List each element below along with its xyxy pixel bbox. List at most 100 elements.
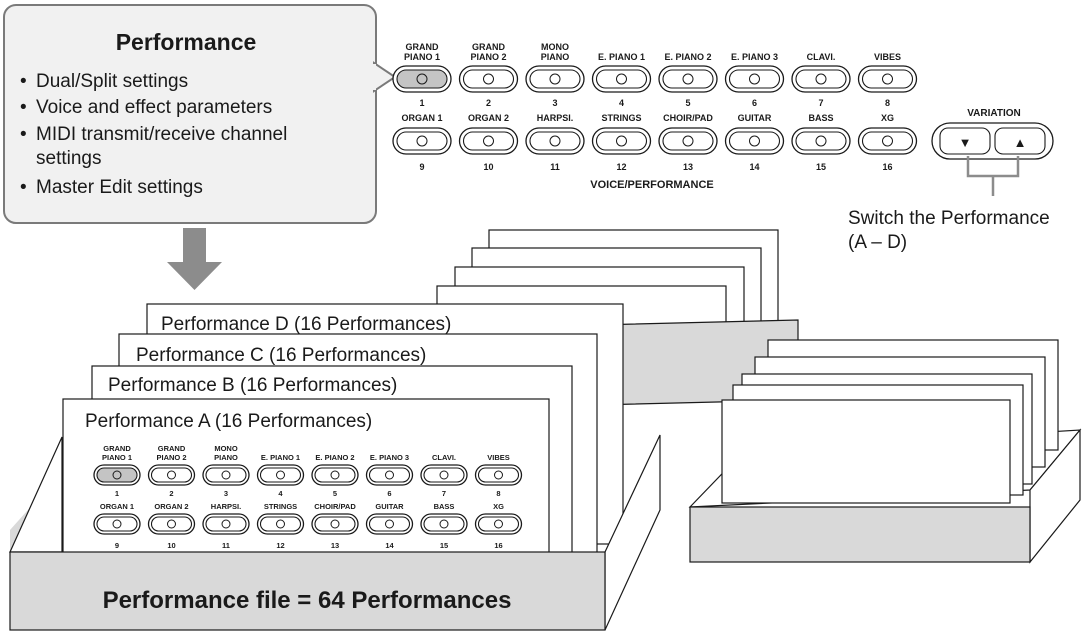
- voice-button-16[interactable]: XG 16: [857, 113, 918, 172]
- voice-button-10[interactable]: ORGAN 2 10: [458, 113, 519, 172]
- led-indicator: [330, 519, 340, 529]
- led-indicator: [749, 135, 760, 147]
- callout-title: Performance: [116, 29, 257, 55]
- voice-number: 4: [619, 98, 624, 108]
- voice-button-11[interactable]: HARPSI. 11: [202, 502, 250, 550]
- voice-number: 14: [749, 162, 759, 172]
- led-indicator: [112, 470, 122, 480]
- variation-down-icon: ▼: [959, 135, 972, 150]
- voice-label-line2: PIANO 2: [470, 52, 506, 62]
- voice-button-5[interactable]: E. PIANO 25: [311, 453, 359, 498]
- voice-button-5[interactable]: E. PIANO 25: [658, 52, 718, 108]
- callout-item-midi: MIDI transmit/receive channel: [36, 124, 287, 145]
- voice-button-6[interactable]: E. PIANO 36: [724, 52, 785, 108]
- voice-number: 12: [276, 541, 284, 550]
- sheet-d-label: Performance D (16 Performances): [161, 314, 451, 335]
- voice-number: 11: [550, 162, 560, 172]
- voice-label-line2: E. PIANO 2: [315, 453, 354, 462]
- led-indicator: [276, 519, 285, 529]
- voice-label: HARPSI.: [211, 502, 241, 511]
- down-arrow-icon: [167, 228, 222, 290]
- voice-label: GUITAR: [375, 502, 404, 511]
- callout-bullet-2: •: [20, 97, 27, 118]
- voice-button-12[interactable]: STRINGS 12: [256, 502, 305, 550]
- led-indicator: [815, 135, 827, 147]
- voice-label: ORGAN 2: [468, 113, 509, 123]
- voice-button-9[interactable]: ORGAN 19: [392, 113, 452, 172]
- led-indicator: [167, 470, 176, 480]
- voice-number: 13: [683, 162, 693, 172]
- voice-label: XG: [493, 502, 504, 511]
- voice-button-7[interactable]: CLAVI.7: [791, 52, 851, 108]
- callout-bullet-1: •: [20, 71, 27, 92]
- voice-label: ORGAN 1: [100, 502, 134, 511]
- callout-pointer: [373, 61, 397, 93]
- variation-down-button[interactable]: [939, 127, 991, 155]
- led-indicator: [276, 470, 285, 480]
- voice-label-line2: E. PIANO 1: [261, 453, 300, 462]
- stack-sheet: [721, 399, 1011, 504]
- led-indicator: [385, 519, 394, 529]
- sheet-b-label: Performance B (16 Performances): [108, 375, 397, 396]
- voice-number: 1: [115, 489, 119, 498]
- variation-up-button[interactable]: [994, 127, 1046, 155]
- voice-label: STRINGS: [264, 502, 297, 511]
- voice-button-9[interactable]: ORGAN 19: [93, 502, 141, 550]
- led-indicator: [682, 135, 694, 147]
- voice-number: 8: [496, 489, 500, 498]
- voice-button-4[interactable]: E. PIANO 1 4: [591, 52, 652, 108]
- voice-label-line2: VIBES: [874, 52, 901, 62]
- voice-button-6[interactable]: E. PIANO 36: [365, 453, 414, 498]
- callout-bullet-4: •: [20, 177, 27, 198]
- voice-number: 10: [167, 541, 175, 550]
- voice-number: 11: [222, 541, 230, 550]
- voice-number: 15: [440, 541, 448, 550]
- led-indicator: [416, 73, 428, 85]
- voice-label-line2: E. PIANO 1: [598, 52, 645, 62]
- voice-button-7[interactable]: CLAVI.7: [420, 453, 468, 498]
- voice-number: 12: [616, 162, 626, 172]
- voice-label-line1: GRAND: [158, 444, 186, 453]
- voice-number: 10: [483, 162, 493, 172]
- led-indicator: [416, 135, 428, 147]
- led-indicator: [494, 519, 503, 529]
- voice-button-10[interactable]: ORGAN 210: [147, 502, 196, 550]
- led-indicator: [439, 470, 449, 480]
- box-front: [9, 551, 606, 631]
- voice-label-line2: E. PIANO 3: [370, 453, 409, 462]
- variation-up-icon: ▲: [1014, 135, 1027, 150]
- callout-bullet-3: •: [20, 124, 27, 145]
- led-indicator: [385, 470, 394, 480]
- voice-label: HARPSI.: [537, 113, 574, 123]
- voice-number: 5: [685, 98, 690, 108]
- voice-label: XG: [881, 113, 894, 123]
- voice-number: 3: [224, 489, 228, 498]
- voice-label-line1: GRAND: [472, 42, 505, 52]
- callout-item-midi-cont: settings: [36, 148, 101, 169]
- voice-number: 16: [882, 162, 892, 172]
- led-indicator: [494, 470, 503, 480]
- voice-button-11[interactable]: HARPSI. 11: [525, 113, 585, 172]
- voice-label-line2: PIANO 1: [102, 453, 132, 462]
- voice-number: 9: [419, 162, 424, 172]
- voice-button-14[interactable]: GUITAR 14: [724, 113, 785, 172]
- voice-button-4[interactable]: E. PIANO 14: [256, 453, 305, 498]
- voice-label: GUITAR: [738, 113, 772, 123]
- variation-note-line2: (A – D): [848, 232, 907, 253]
